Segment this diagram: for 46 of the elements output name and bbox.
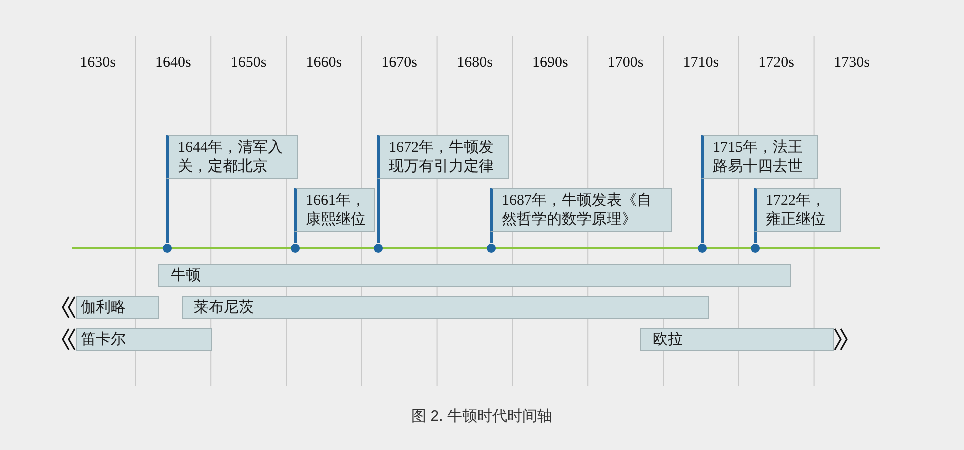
lifespan-bar bbox=[76, 296, 159, 319]
event-text: 1687年，牛顿发表《自然哲学的数学原理》 bbox=[502, 193, 652, 228]
event-text: 1715年，法王路易十四去世 bbox=[713, 140, 803, 175]
figure-caption: 图 2. 牛顿时代时间轴 bbox=[412, 408, 552, 426]
decade-label: 1630s bbox=[80, 54, 116, 72]
event-text: 1644年，清军入关，定都北京 bbox=[178, 140, 283, 175]
lifespan-bar bbox=[158, 264, 791, 287]
decade-label: 1680s bbox=[457, 54, 493, 72]
event-box bbox=[377, 135, 509, 179]
decade-label: 1720s bbox=[758, 54, 795, 72]
event-box bbox=[754, 188, 841, 232]
timeline-dot bbox=[163, 244, 172, 252]
connector-line bbox=[701, 179, 704, 244]
person-name: 欧拉 bbox=[653, 330, 683, 348]
lifespan-bar bbox=[76, 328, 212, 351]
decade-label: 1650s bbox=[230, 54, 267, 72]
person-name: 莱布尼茨 bbox=[194, 298, 254, 316]
person-name: 牛顿 bbox=[171, 266, 201, 284]
connector-line bbox=[490, 232, 493, 244]
decade-label: 1660s bbox=[306, 54, 342, 72]
event-text: 1672年，牛顿发现万有引力定律 bbox=[389, 140, 494, 175]
event-text: 1722年，雍正继位 bbox=[766, 193, 826, 228]
event-box bbox=[701, 135, 818, 179]
person-name: 伽利略 bbox=[81, 298, 126, 316]
lifespan-bar bbox=[182, 296, 709, 319]
event-box bbox=[166, 135, 298, 179]
timeline-dot bbox=[698, 244, 707, 252]
timeline-dot bbox=[291, 244, 300, 252]
decade-label: 1710s bbox=[683, 54, 720, 72]
lifespan-bar bbox=[640, 328, 834, 351]
timeline-dot bbox=[374, 244, 383, 252]
timeline-dot bbox=[487, 244, 496, 252]
connector-line bbox=[377, 179, 380, 244]
decade-label: 1670s bbox=[382, 54, 418, 72]
decade-label: 1730s bbox=[834, 54, 870, 72]
event-box bbox=[294, 188, 375, 232]
connector-line bbox=[166, 179, 169, 244]
event-box bbox=[490, 188, 672, 232]
event-text: 1661年，康熙继位 bbox=[306, 193, 366, 228]
decade-label: 1640s bbox=[155, 54, 192, 72]
connector-line bbox=[294, 232, 297, 244]
decade-label: 1700s bbox=[608, 54, 644, 72]
decade-label: 1690s bbox=[532, 54, 568, 72]
timeline-dot bbox=[751, 244, 760, 252]
connector-line bbox=[754, 232, 757, 244]
person-name: 笛卡尔 bbox=[81, 330, 126, 348]
